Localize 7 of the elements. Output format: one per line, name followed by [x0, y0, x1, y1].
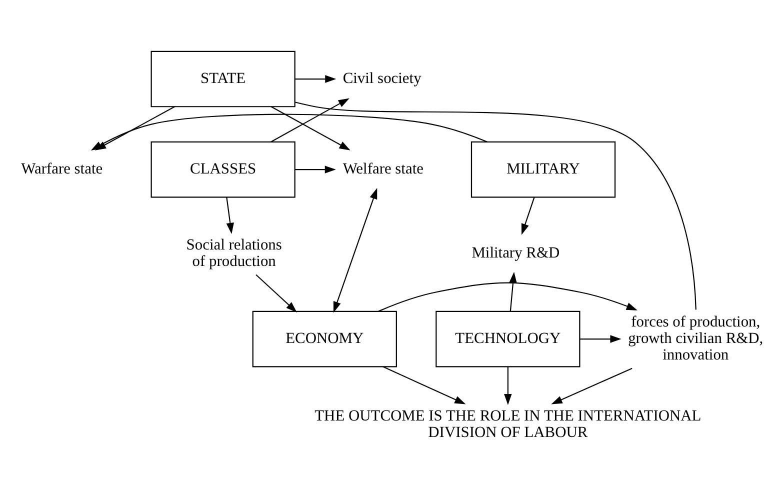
node-text: Warfare state — [21, 160, 103, 178]
node-text: forces of production, growth civilian R&D, innovation — [628, 313, 764, 364]
node-text: Military R&D — [472, 244, 560, 262]
node-text: Welfare state — [342, 160, 424, 178]
node-text: Social relations of production — [186, 236, 282, 270]
node-text: THE OUTCOME IS THE ROLE IN THE INTERNATIONAL DIVISION OF LABOUR — [314, 406, 702, 440]
node-text: Civil society — [342, 70, 422, 87]
